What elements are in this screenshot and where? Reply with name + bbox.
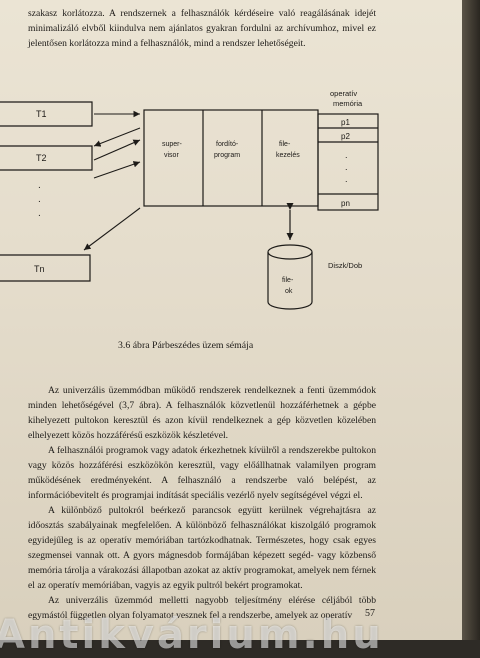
memory-title-2: memória [333,99,363,108]
body-paragraph-2: A felhasználói programok vagy adatok érk… [28,445,376,501]
book-page: szakasz korlátozza. A rendszernek a felh… [0,0,468,640]
terminal-dots-3: . [38,208,41,219]
terminal-t2: T2 [0,145,93,171]
body-text: Az univerzális üzemmódban működő rendsze… [28,383,376,623]
operative-memory [317,113,379,211]
terminal-tn: Tn [0,254,91,282]
terminal-dots-2: . [38,194,41,205]
memory-title-1: operatív [330,89,357,98]
memory-cell-pn: pn [341,199,350,208]
memory-dots-1: . [345,150,348,160]
memory-cell-p2: p2 [341,132,350,141]
memory-dots-2: . [345,162,348,172]
terminal-t1-label: T1 [36,109,47,119]
disk-caption: Diszk/Dob [328,261,362,270]
terminal-t2-label: T2 [36,153,47,163]
memory-cell-p1: p1 [341,118,350,127]
page-edge-shadow [462,0,480,640]
file-handling-label-1: file- [279,141,291,148]
file-handling-label-2: kezelés [276,152,300,159]
terminal-dots-1: . [38,180,41,191]
dialog-mode-diagram: T1 T2 . . . Tn super- visor fordító- [0,89,379,310]
translator-label-2: program [214,152,240,159]
translator-label-1: fordító- [216,141,239,148]
body-paragraph-1: Az univerzális üzemmódban működő rendsze… [28,385,376,441]
body-paragraph-3: A különböző pultokról beérkező parancsok… [28,505,376,591]
top-paragraph: szakasz korlátozza. A rendszernek a felh… [28,8,376,49]
disk-cylinder [267,244,313,310]
page-number: 57 [365,608,375,619]
figure-caption: 3.6 ábra Párbeszédes üzem sémája [118,340,254,351]
terminal-tn-label: Tn [34,264,45,274]
supervisor-label-1: super- [162,141,183,148]
body-paragraph-4: Az univerzális üzemmód melletti nagyobb … [28,595,376,621]
supervisor-label-2: visor [164,152,179,159]
watermark: Antikvárium.hu [0,612,384,658]
memory-dots-3: . [345,174,348,184]
connection-arrows [83,110,141,251]
disk-label-1: file- [282,277,294,284]
disk-label-2: ok [285,288,293,295]
terminal-t1: T1 [0,101,93,127]
